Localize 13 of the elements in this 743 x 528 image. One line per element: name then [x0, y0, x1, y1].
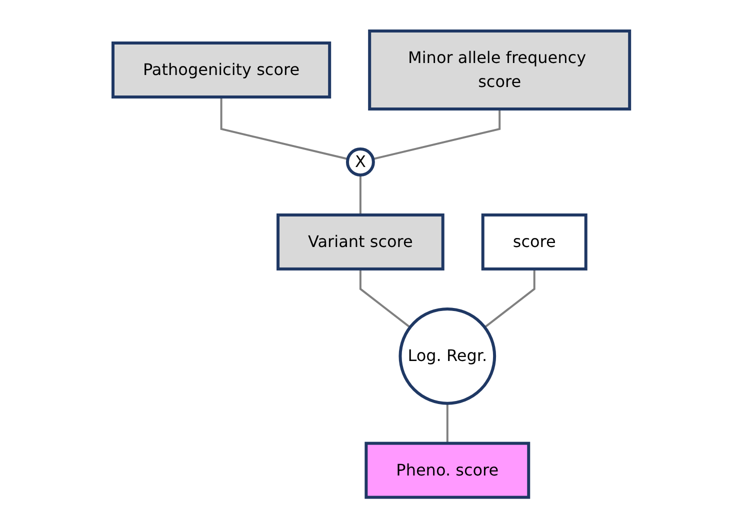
- node-box: score: [482, 213, 588, 270]
- node-circle: X: [346, 147, 376, 176]
- connector: [220, 96, 348, 160]
- connector: [446, 403, 449, 444]
- node-box: Pathogenicity score: [112, 41, 332, 98]
- connector: [360, 174, 362, 215]
- connector: [484, 268, 536, 328]
- node-circle: Log. Regr.: [398, 307, 496, 405]
- node-box: Minor allele frequency score: [368, 29, 632, 110]
- node-box: Variant score: [276, 213, 445, 270]
- node-box: Pheno. score: [364, 442, 530, 499]
- connector: [373, 108, 501, 160]
- connector: [360, 268, 411, 328]
